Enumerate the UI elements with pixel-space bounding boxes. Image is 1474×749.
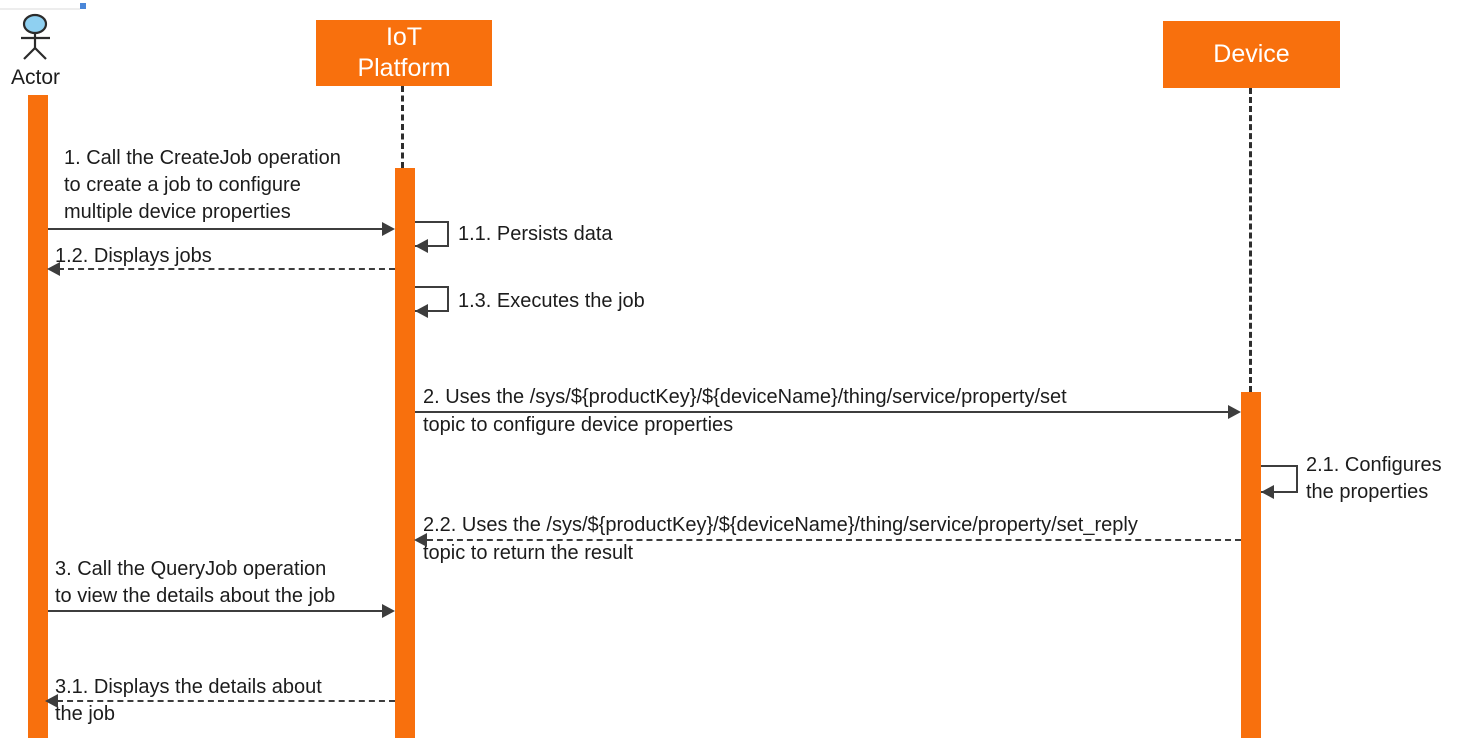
message-2-1-selfloop xyxy=(1261,465,1298,493)
message-2-2-label: 2.2. Uses the /sys/${productKey}/${devic… xyxy=(423,511,1138,567)
message-1-line3: multiple device properties xyxy=(64,201,291,223)
message-1-2-arrow-line xyxy=(58,268,395,270)
actor-icon xyxy=(21,13,50,60)
message-3-1-arrow-line xyxy=(57,700,395,702)
message-2-label: 2. Uses the /sys/${productKey}/${deviceN… xyxy=(423,383,1067,439)
message-1-1-line1: 1.1. Persists data xyxy=(458,223,613,245)
message-2-line2: topic to configure device properties xyxy=(423,414,734,436)
message-2-1-line1: 2.1. Configures xyxy=(1306,454,1442,476)
message-3-arrowhead-icon xyxy=(382,604,395,618)
message-1-line1: 1. Call the CreateJob operation xyxy=(64,147,341,169)
message-1-2-line1: 1.2. Displays jobs xyxy=(55,245,212,267)
message-1-2-label: 1.2. Displays jobs xyxy=(55,243,212,270)
message-3-line1: 3. Call the QueryJob operation xyxy=(55,558,327,580)
message-2-2-arrowhead-icon xyxy=(414,533,427,547)
device-label: Device xyxy=(1213,40,1290,68)
message-1-line2: to create a job to configure xyxy=(64,174,301,196)
message-1-arrowhead-icon xyxy=(382,222,395,236)
message-2-2-arrow-line xyxy=(427,539,1241,541)
message-2-arrowhead-icon xyxy=(1228,405,1241,419)
message-3-1-label: 3.1. Displays the details about the job xyxy=(55,674,322,728)
message-1-1-selfloop xyxy=(415,221,449,247)
message-3-label: 3. Call the QueryJob operation to view t… xyxy=(55,556,335,610)
message-3-1-arrowhead-icon xyxy=(45,694,58,708)
message-1-3-selfloop xyxy=(415,286,449,312)
message-1-3-label: 1.3. Executes the job xyxy=(458,288,645,315)
message-1-2-arrowhead-icon xyxy=(47,262,60,276)
message-3-arrow-line xyxy=(48,610,382,612)
screen-artifact-dot xyxy=(80,3,86,9)
message-1-3-line1: 1.3. Executes the job xyxy=(458,290,645,312)
message-1-label: 1. Call the CreateJob operation to creat… xyxy=(64,145,341,226)
message-1-1-arrowhead-icon xyxy=(415,239,428,253)
platform-lifeline xyxy=(401,86,404,168)
message-1-arrow-line xyxy=(48,228,382,230)
platform-label-line2: Platform xyxy=(357,54,451,82)
message-1-1-label: 1.1. Persists data xyxy=(458,221,613,248)
message-2-1-arrowhead-icon xyxy=(1261,485,1274,499)
message-2-1-line2: the properties xyxy=(1306,481,1429,503)
message-3-1-line2: the job xyxy=(55,703,116,725)
device-lifeline xyxy=(1249,88,1252,392)
message-3-line2: to view the details about the job xyxy=(55,585,336,607)
actor-activation-bar xyxy=(28,95,48,738)
platform-header-box: IoT Platform xyxy=(316,20,492,86)
message-2-2-line1: 2.2. Uses the /sys/${productKey}/${devic… xyxy=(423,514,1138,536)
message-2-arrow-line xyxy=(415,411,1228,413)
device-header-box: Device xyxy=(1163,21,1340,88)
message-2-2-line2: topic to return the result xyxy=(423,542,634,564)
platform-activation-bar xyxy=(395,168,415,738)
message-2-1-label: 2.1. Configures the properties xyxy=(1306,452,1442,506)
screen-artifact-line xyxy=(0,8,80,10)
platform-label-line1: IoT xyxy=(385,23,423,51)
device-activation-bar xyxy=(1241,392,1261,738)
message-2-line1: 2. Uses the /sys/${productKey}/${deviceN… xyxy=(423,386,1067,408)
message-1-3-arrowhead-icon xyxy=(415,304,428,318)
actor-label: Actor xyxy=(11,66,61,89)
message-3-1-line1: 3.1. Displays the details about xyxy=(55,676,322,698)
